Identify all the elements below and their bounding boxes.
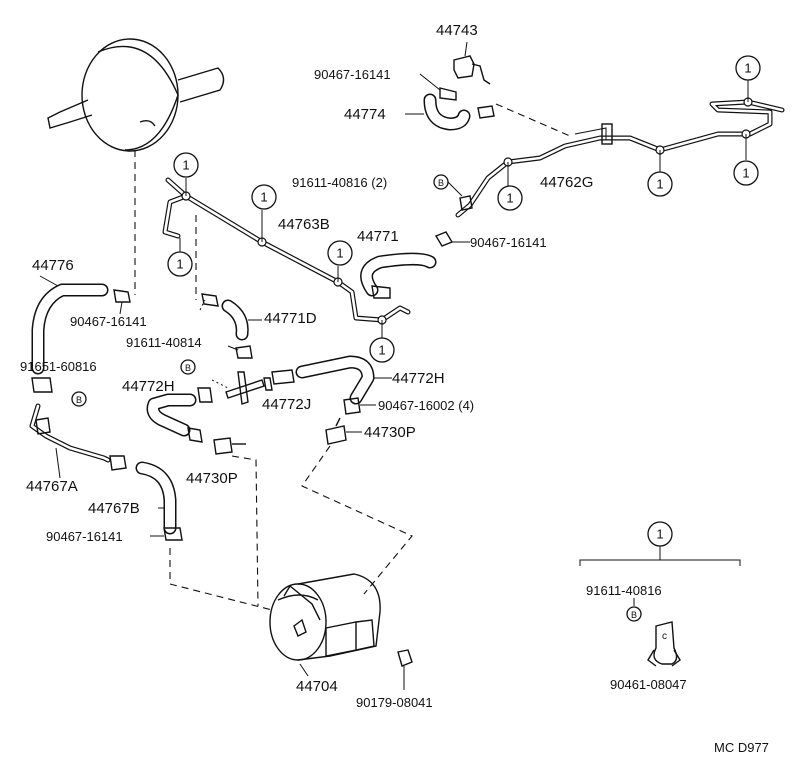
svg-text:1: 1 [656, 527, 663, 542]
svg-text:B: B [438, 178, 444, 188]
charcoal-canister-44704 [269, 573, 381, 677]
inset-bracket: c [579, 546, 741, 667]
hose-44772H-left [146, 387, 213, 443]
svg-text:1: 1 [744, 61, 751, 76]
brake-booster [47, 38, 225, 152]
label-44772H-right: 44772H [392, 370, 445, 387]
check-valve-44730P-left [213, 437, 246, 455]
svg-text:B: B [185, 363, 191, 373]
label-44776: 44776 [32, 257, 74, 274]
label-44704: 44704 [296, 678, 338, 695]
label-44774: 44774 [344, 106, 386, 123]
label-91611-mid: 91611-40814 [126, 335, 202, 350]
check-valve-44730P-right [325, 417, 362, 445]
label-91611-inset: 91611-40816 [586, 583, 662, 598]
b-marker: B [433, 174, 449, 190]
clamp-91611-top [459, 195, 473, 211]
label-90467-left: 90467-16141 [70, 314, 147, 329]
pipe-44767A [29, 403, 127, 471]
label-44743: 44743 [436, 22, 478, 39]
clamp-91611-mid [227, 345, 253, 359]
label-90179: 90179-08041 [356, 695, 433, 710]
ref-marker: 1 [497, 185, 523, 211]
hose-44767B [135, 461, 183, 541]
svg-text:1: 1 [742, 166, 749, 181]
grommet-91651 [31, 377, 53, 393]
fitting-44772J [211, 371, 273, 405]
label-44762G: 44762G [540, 174, 593, 191]
label-44763B: 44763B [278, 216, 330, 233]
ref-marker: 1 [173, 152, 199, 178]
label-44771: 44771 [357, 228, 399, 245]
bolt-90179 [397, 649, 413, 690]
clamp-90467-mid [434, 231, 470, 247]
hose-44771 [360, 252, 437, 299]
ref-marker: 1 [327, 240, 353, 266]
svg-text:1: 1 [182, 158, 189, 173]
hose-44776 [31, 283, 131, 375]
ref-marker: 1 [733, 160, 759, 186]
hose-44771D [201, 293, 262, 341]
ref-marker-group: 1 1 1 1 1 1 1 1 1 1 [167, 55, 761, 547]
label-44767B: 44767B [88, 500, 140, 517]
label-44730P-right: 44730P [364, 424, 416, 441]
ref-marker: 1 [735, 55, 761, 81]
svg-text:1: 1 [176, 257, 183, 272]
svg-text:B: B [76, 395, 82, 405]
svg-text:1: 1 [656, 177, 663, 192]
ref-leaders [179, 80, 749, 338]
ref-marker: 1 [647, 171, 673, 197]
label-90467-top: 90467-16141 [314, 67, 391, 82]
label-44772J: 44772J [262, 396, 311, 413]
hose-44774 [423, 87, 495, 131]
svg-text:1: 1 [336, 246, 343, 261]
ref-marker: 1 [167, 251, 193, 277]
label-90467-16002: 90467-16002 (4) [378, 398, 474, 413]
svg-text:1: 1 [260, 190, 267, 205]
hose-44772H-right [271, 355, 375, 415]
label-91651: 91651-60816 [20, 359, 97, 374]
svg-text:1: 1 [378, 343, 385, 358]
svg-text:1: 1 [506, 191, 513, 206]
ref-marker: 1 [647, 521, 673, 547]
b-marker: B [180, 359, 196, 375]
b-marker: B [626, 606, 642, 622]
label-91611-top: 91611-40816 (2) [292, 175, 387, 190]
label-90467-bottom: 90467-16141 [46, 529, 123, 544]
label-44767A: 44767A [26, 478, 78, 495]
label-90467-mid: 90467-16141 [470, 235, 547, 250]
ref-marker: 1 [369, 337, 395, 363]
vsv-44743 [453, 41, 491, 85]
label-44772H-left: 44772H [122, 378, 175, 395]
label-44771D: 44771D [264, 310, 317, 327]
label-90461: 90461-08047 [610, 677, 687, 692]
pipe-44763B [162, 177, 411, 323]
pipe-joints [181, 97, 753, 325]
b-marker: B [71, 391, 87, 407]
footer-code: MC D977 [714, 740, 769, 755]
ref-marker: 1 [251, 184, 277, 210]
part-labels: 44743 90467-16141 44774 91611-40816 (2) … [20, 22, 769, 755]
svg-text:c: c [662, 631, 667, 642]
svg-text:B: B [631, 610, 637, 620]
label-44730P-left: 44730P [186, 470, 238, 487]
